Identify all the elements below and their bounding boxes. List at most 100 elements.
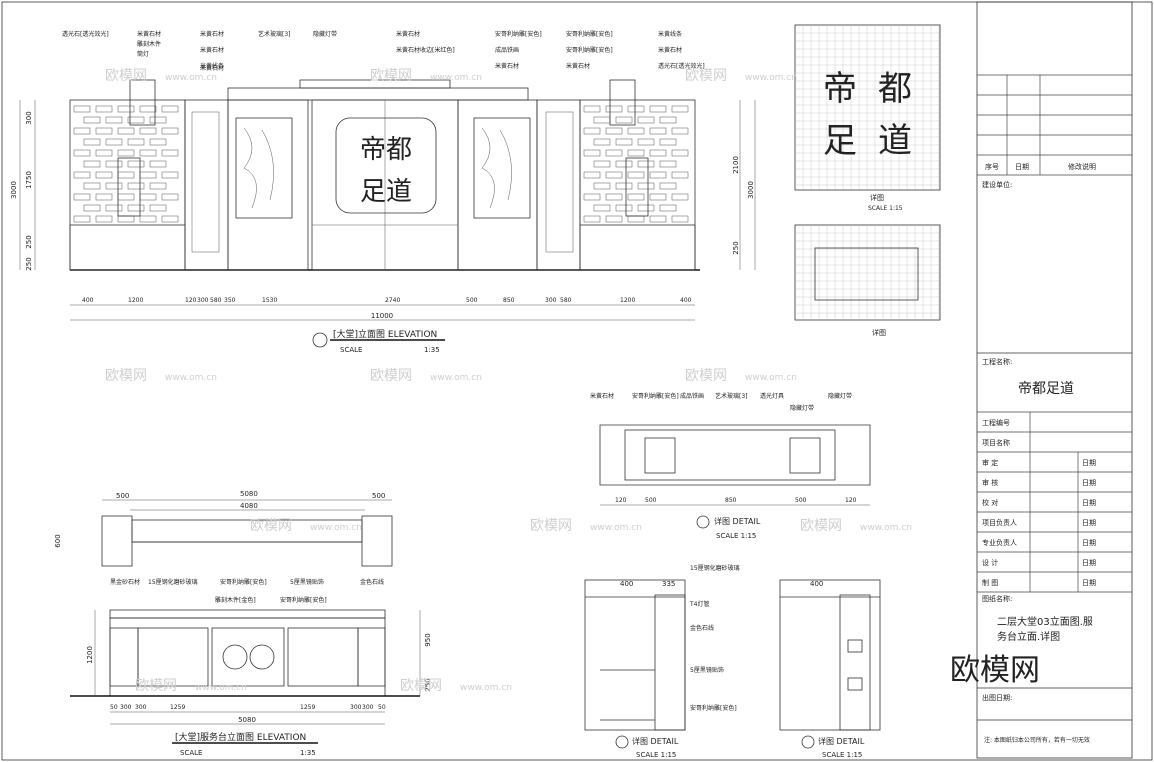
section2-scale: SCALE 1:15 [822,751,862,759]
plan-detail-tag [696,515,710,529]
callout-left-1: 米黄石材 [137,30,161,38]
brick [605,127,623,135]
watermark-url: www.om.cn [310,523,362,533]
brick [627,171,645,179]
counter-plan-dim-1: 5080 [240,490,258,498]
left-pilaster [184,99,229,271]
tb-row-date-3: 日期 [1082,479,1096,487]
brick [139,127,157,135]
right-panel-frame [457,99,538,271]
brick [615,204,633,212]
watermark-brand: 欧模网 [685,368,727,384]
elevation-tag-circle [312,332,328,348]
tb-row-date-7: 日期 [1082,559,1096,567]
elevation-title: [大堂]立面图 ELEVATION [333,328,437,340]
callout-top-3: 隐藏灯带 [313,30,337,38]
logo-detail: 帝 都 足 道 详图 SCALE 1:15 详图 [794,24,941,337]
lattice-detail-grid [794,224,941,321]
brick [149,116,167,124]
callout-left-5: 米黄石材 [200,64,224,72]
brick [95,105,113,113]
plan-dim-2: 850 [725,497,737,504]
watermark-url: www.om.cn [745,373,797,383]
brick [649,215,667,223]
watermark-url: www.om.cn [430,73,482,83]
brick [593,116,611,124]
brick [583,149,601,157]
plan-callout-1: 安哥利纳雕[安色] [632,392,679,400]
counter-right-pillar [357,627,386,687]
brick [95,193,113,201]
brick [139,171,157,179]
watermark-url: www.om.cn [590,523,642,533]
plan-callout-0: 米黄石材 [590,392,614,400]
brick [649,105,667,113]
issue-date-label: 出图日期: [982,693,1012,702]
counter-left-pillar [109,627,139,687]
brick [161,127,179,135]
revision-grid [977,74,1132,176]
bottom-dim-11: 580 [560,297,572,304]
drawing-name-1: 二层大堂03立面图.服 [997,615,1093,628]
brick [149,138,167,146]
plan-detail-outline [599,424,871,486]
section1-callout-0: 15厘钢化磨砂玻璃 [690,564,740,572]
section2-column [839,594,871,731]
brick [659,138,677,146]
left-stone-base [69,224,186,271]
section1-callout-1: T4灯管 [689,600,709,608]
brick [127,160,145,168]
watermark-brand: 欧模网 [105,368,147,384]
counter-height-dim-1: 950 [424,633,432,646]
brick [637,182,655,190]
left-pilaster-inset [191,111,220,253]
copyright-note: 注: 本图纸归本公司所有，若有一切无效 [984,736,1090,744]
brick [139,149,157,157]
right-figure-statue [625,157,649,217]
bottom-dim-0: 400 [82,297,94,304]
watermark-brand: 欧模网 [530,518,572,534]
counter-height-dim-0: 1200 [86,646,94,664]
tb-row-date-2: 日期 [1082,459,1096,467]
left-art-glass-motif [243,127,274,209]
plan-callout-6: 隐藏灯带 [828,392,852,400]
left-figure-statue [117,157,141,217]
bottom-dim-5: 350 [224,297,236,304]
brick [73,171,91,179]
brick [73,127,91,135]
watermarks: 欧模网 www.om.cn 欧模网 www.om.cn 欧模网 www.om.cn 欧模网 w… [105,68,912,694]
counter-dim-1: 300 [120,704,132,711]
brick [583,105,601,113]
brick [105,204,123,212]
section2-dim-0: 400 [810,580,823,588]
counter-plan-dim-2: 4080 [240,502,258,510]
right-art-glass [473,117,531,219]
right-stone-base [579,224,696,271]
logo-detail-grid [794,24,941,191]
callout-top-5: 米黄石材收边[米红色] [396,46,455,54]
callout-right-5: 米黄石材 [566,62,590,70]
section1-dim-1: 335 [662,580,675,588]
bottom-dim-10: 300 [545,297,557,304]
brick [95,171,113,179]
counter-dim-6: 300 [362,704,374,711]
watermark-brand: 欧模网 [250,518,292,534]
brick [83,182,101,190]
brick [161,171,179,179]
brick [605,105,623,113]
callout-top-1: 筒灯 [137,50,149,58]
bottom-dim-2: 120 [185,297,197,304]
left-dim-3: 250 [25,257,33,270]
counter-title: [大堂]服务台立面图 ELEVATION [175,731,306,743]
plan-detail: 米黄石材安哥利纳雕[安色]成品铁画艺术玻璃[3]透光灯具隐藏灯带隐藏灯带 120… [590,392,871,540]
brick [671,193,689,201]
logo-detail-gridlines [795,25,940,190]
brick [659,204,677,212]
brick [671,105,689,113]
callout-right-6: 米黄线条 [658,30,682,38]
